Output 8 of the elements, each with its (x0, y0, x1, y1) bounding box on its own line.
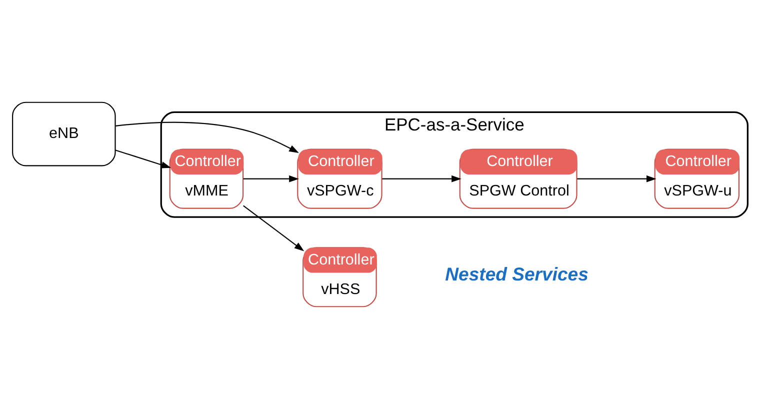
arrow (243, 204, 304, 251)
label: Nested Services (445, 263, 588, 284)
node-box: eNB (12, 101, 116, 166)
arrow (243, 174, 299, 182)
arrow (116, 121, 299, 153)
arrow (115, 149, 172, 168)
arrow (382, 174, 462, 182)
arrow (577, 174, 656, 182)
